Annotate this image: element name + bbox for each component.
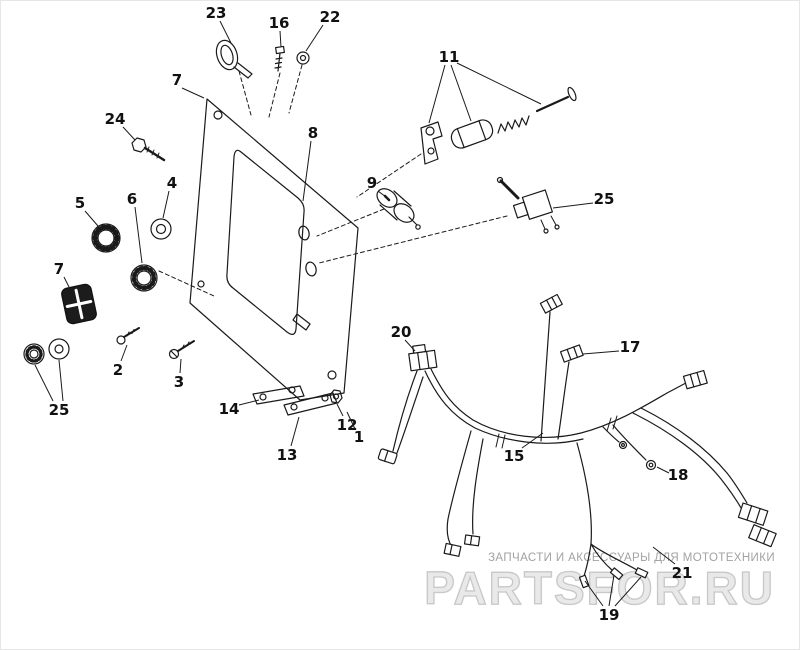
callout-leader-line-20	[404, 339, 416, 352]
part-callout-19: 19	[599, 606, 620, 624]
part-callout-24: 24	[105, 110, 126, 128]
part-callout-7: 7	[54, 260, 64, 278]
screw-2-drawing	[116, 327, 140, 345]
callout-leader-line-13	[290, 416, 300, 447]
part-callout-6: 6	[127, 190, 137, 208]
part-callout-11: 11	[439, 48, 460, 66]
dashed-guide-lines	[158, 64, 508, 297]
callout-leader-line-1	[346, 411, 356, 430]
callout-leader-line-7	[63, 276, 71, 290]
callout-leader-line-17	[582, 350, 620, 355]
ignition-switch-9-drawing	[376, 188, 421, 230]
part-callout-22: 22	[320, 8, 341, 26]
part-callout-7: 7	[172, 71, 182, 89]
callout-leader-line-2	[120, 344, 128, 362]
bracket-13-drawing	[283, 392, 338, 416]
callout-leader-line-15	[521, 432, 544, 449]
callout-leader-line-9	[377, 190, 387, 198]
wire-harness-15-drawing	[377, 293, 777, 589]
plate-14-drawing	[252, 385, 305, 405]
callout-leader-line-11	[450, 64, 472, 122]
part-callout-21: 21	[672, 564, 693, 582]
callout-leader-line-25	[552, 202, 594, 209]
part-callout-17: 17	[620, 338, 641, 356]
callout-leader-line-19	[584, 580, 604, 607]
panel-drawing	[189, 98, 359, 401]
part-callout-18: 18	[668, 466, 689, 484]
pad-7-drawing	[61, 283, 97, 325]
callout-leader-line-18	[656, 466, 670, 474]
solenoid-assembly-11-drawing	[420, 86, 577, 165]
nut-12-drawing	[329, 389, 343, 404]
callout-leader-line-25	[58, 359, 64, 402]
washer-4-drawing	[150, 218, 172, 240]
part-callout-25: 25	[594, 190, 615, 208]
washers-25-left-drawing	[23, 338, 70, 365]
part-callout-4: 4	[167, 174, 177, 192]
key-23-drawing	[215, 39, 253, 79]
connector-20-drawing	[408, 344, 438, 372]
part-callout-20: 20	[391, 323, 412, 341]
callout-leader-line-12	[336, 403, 344, 417]
watermark-tagline: ЗАПЧАСТИ И АКСЕССУАРЫ ДЛЯ МОТОТЕХНИКИ	[488, 552, 775, 564]
callout-leader-line-22	[305, 24, 324, 52]
bezel-5-drawing	[91, 223, 121, 253]
part-callout-9: 9	[367, 174, 377, 192]
bolt-24-drawing	[131, 137, 166, 162]
part-callout-2: 2	[113, 361, 123, 379]
callout-leader-line-5	[84, 210, 99, 227]
part-callout-3: 3	[174, 373, 184, 391]
watermark: ЗАПЧАСТИ И АКСЕССУАРЫ ДЛЯ МОТОТЕХНИКИ PA…	[424, 552, 775, 614]
callout-leader-line-6	[134, 206, 143, 264]
callout-leader-line-11	[456, 62, 542, 105]
callout-leader-line-7	[181, 87, 205, 99]
screw-3-drawing	[168, 340, 195, 360]
part-callout-5: 5	[75, 194, 85, 212]
callout-leader-line-23	[219, 20, 232, 44]
washer-22-drawing	[296, 51, 310, 65]
callout-leader-line-19	[608, 574, 615, 607]
callout-leader-line-25	[34, 364, 54, 402]
part-callout-23: 23	[206, 4, 227, 22]
callout-leader-line-4	[162, 190, 170, 219]
watermark-logo: PARTSFOR.RU	[424, 562, 775, 614]
callout-leader-line-3	[179, 358, 182, 374]
nut-6-drawing	[130, 264, 158, 292]
part-callout-8: 8	[308, 124, 318, 142]
callout-leader-line-14	[238, 399, 260, 406]
part-callout-15: 15	[504, 447, 525, 465]
callout-leader-line-16	[279, 30, 282, 48]
toggle-switch-25-drawing	[496, 176, 560, 234]
callout-leader-line-8	[302, 140, 312, 202]
part-callout-13: 13	[277, 446, 298, 464]
part-callout-16: 16	[269, 14, 290, 32]
part-callout-25: 25	[49, 401, 70, 419]
part-callout-12: 12	[337, 416, 358, 434]
callout-leader-line-11	[428, 64, 446, 124]
screw-16-drawing	[274, 45, 285, 72]
part-callout-14: 14	[219, 400, 240, 418]
part-callout-1: 1	[354, 428, 364, 446]
callout-leader-line-19	[614, 576, 642, 607]
callout-leader-line-21	[652, 546, 676, 565]
callout-leader-line-24	[122, 126, 136, 141]
